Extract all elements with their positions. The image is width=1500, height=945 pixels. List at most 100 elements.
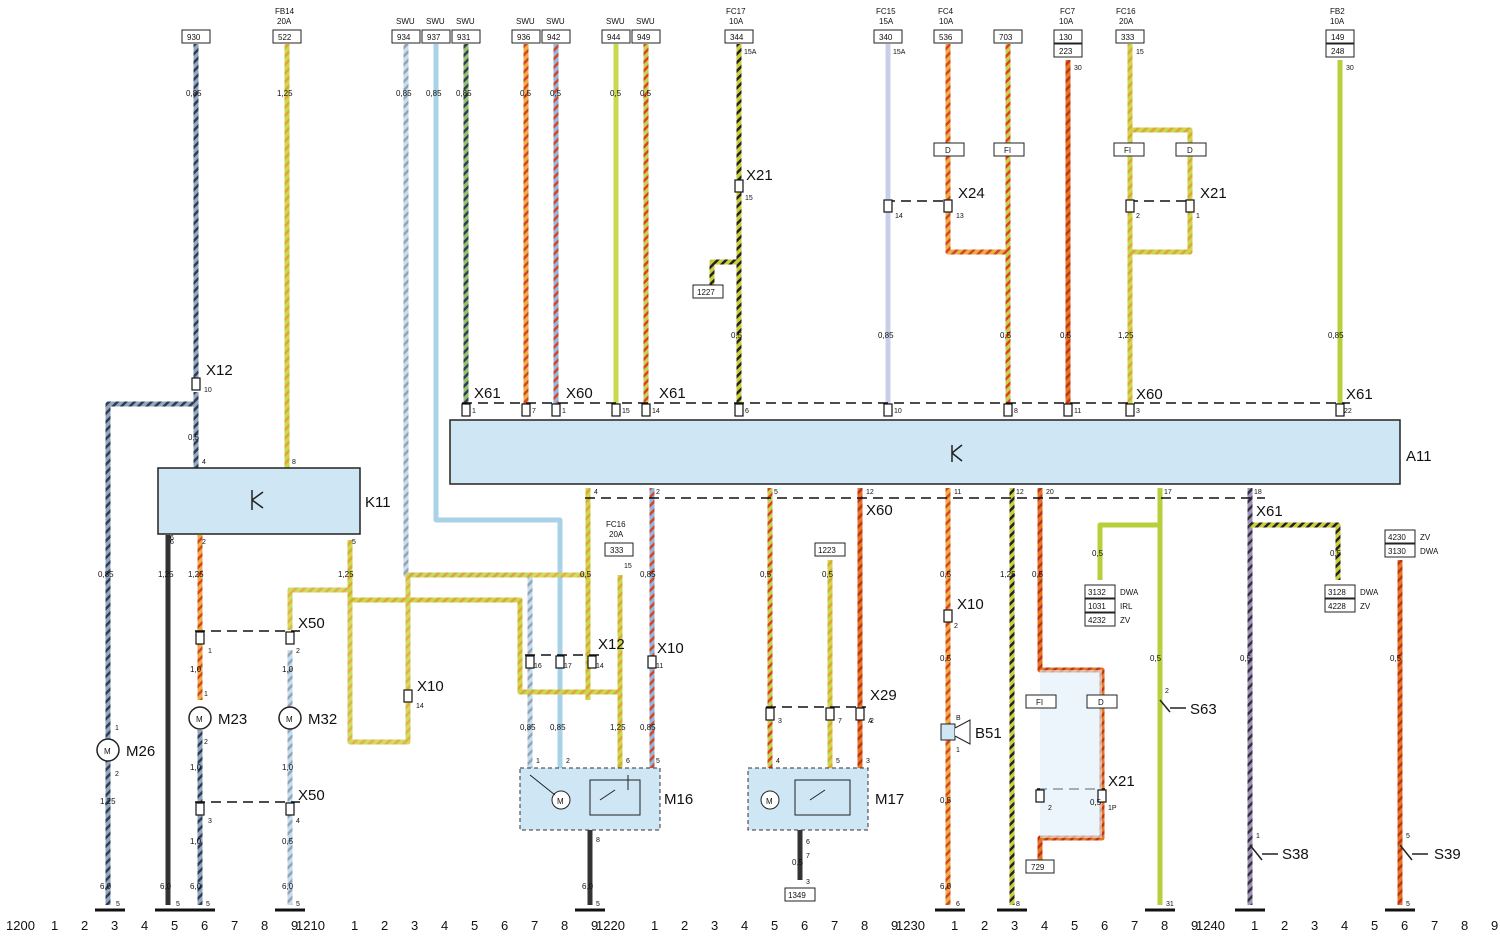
ruler-digit: 1 bbox=[1251, 918, 1258, 933]
pin: 7 bbox=[532, 408, 536, 415]
pin: 2 bbox=[1165, 688, 1169, 695]
ruler-section-label: 1200 bbox=[6, 918, 35, 933]
swu-6: SWU bbox=[606, 17, 625, 26]
size: 0,85 bbox=[550, 723, 566, 732]
marker-fi-1: FI bbox=[1004, 146, 1011, 155]
marker-d-2: D bbox=[1187, 146, 1193, 155]
pin: 8 bbox=[1014, 408, 1018, 415]
m32-motor-icon bbox=[278, 706, 302, 730]
ruler-digit: 4 bbox=[1341, 918, 1348, 933]
swu-5: SWU bbox=[546, 17, 565, 26]
size: 0,5 bbox=[1390, 654, 1402, 663]
size: 0,5 bbox=[1032, 570, 1044, 579]
pin: 4 bbox=[202, 459, 206, 466]
ruler-digit: 4 bbox=[141, 918, 148, 933]
ruler-section-label: 1220 bbox=[596, 918, 625, 933]
fuse-fc4-amp: 10A bbox=[939, 17, 954, 26]
size: 0,5 bbox=[792, 858, 804, 867]
swu-4: SWU bbox=[516, 17, 535, 26]
pin: 5 bbox=[656, 758, 660, 765]
ruler-digit: 9 bbox=[291, 918, 298, 933]
m26-label: M26 bbox=[126, 743, 155, 760]
marker-d-3: D bbox=[1098, 698, 1104, 707]
size: 0,5 bbox=[1060, 331, 1072, 340]
m17-switch bbox=[794, 779, 851, 816]
ruler-section-label: 1210 bbox=[296, 918, 325, 933]
pin: B bbox=[956, 715, 961, 722]
pin: 6 bbox=[956, 901, 960, 908]
ruler-digit: 6 bbox=[1401, 918, 1408, 933]
ruler-digit: 5 bbox=[1071, 918, 1078, 933]
fuse-fc16: FC16 bbox=[1116, 7, 1136, 16]
ruler-digit: 8 bbox=[1161, 918, 1168, 933]
conn-x29: X29 bbox=[870, 687, 897, 704]
label-dwa-3: DWA bbox=[1420, 547, 1439, 556]
size: 0,5 bbox=[188, 433, 200, 442]
pin: 18 bbox=[1254, 489, 1262, 496]
pin: 5 bbox=[176, 901, 180, 908]
b51-label: B51 bbox=[975, 725, 1002, 742]
pin: 14 bbox=[416, 703, 424, 710]
size: 0,5 bbox=[1330, 549, 1342, 558]
pin: 5 bbox=[1406, 833, 1410, 840]
ruler-digit: 9 bbox=[891, 918, 898, 933]
label-dwa-2: DWA bbox=[1360, 588, 1379, 597]
fuse-fc7-amp: 10A bbox=[1059, 17, 1074, 26]
ruler-digit: 8 bbox=[561, 918, 568, 933]
ruler-digit: 3 bbox=[411, 918, 418, 933]
fuse-fc4: FC4 bbox=[938, 7, 954, 16]
wire-box-930: 930 bbox=[187, 33, 201, 42]
conn-x50-b: X50 bbox=[298, 787, 325, 804]
pin: 5 bbox=[296, 901, 300, 908]
pin: 14 bbox=[652, 408, 660, 415]
ruler-digit: 9 bbox=[1491, 918, 1498, 933]
ruler-digit: 7 bbox=[831, 918, 838, 933]
size: 0,5 bbox=[822, 570, 834, 579]
s38-label: S38 bbox=[1282, 846, 1309, 863]
pin: 8 bbox=[1016, 901, 1020, 908]
pin: 2 bbox=[202, 539, 206, 546]
b51-horn-icon bbox=[940, 723, 956, 741]
pin: 3 bbox=[806, 879, 810, 886]
pin: 1 bbox=[956, 747, 960, 754]
a11-transistor-icon bbox=[951, 444, 963, 462]
pin: 15 bbox=[745, 195, 753, 202]
size: 0,85 bbox=[98, 570, 114, 579]
size: 0,85 bbox=[640, 570, 656, 579]
module-a11 bbox=[449, 419, 1401, 485]
wire-box-223: 223 bbox=[1059, 47, 1073, 56]
pin: 11 bbox=[1074, 408, 1081, 415]
pin: 12 bbox=[866, 489, 874, 496]
pin: 14 bbox=[596, 663, 604, 670]
conn-x60-b: X60 bbox=[1136, 386, 1163, 403]
pin: 7 bbox=[838, 718, 842, 725]
size: 6,0 bbox=[940, 882, 952, 891]
label-zv-2: ZV bbox=[1360, 602, 1371, 611]
size: 0,5 bbox=[760, 570, 772, 579]
conn-x61-c: X61 bbox=[1346, 386, 1373, 403]
size: 0,85 bbox=[396, 89, 412, 98]
fuse-fc17-amp: 10A bbox=[729, 17, 744, 26]
label-zv-1: ZV bbox=[1120, 616, 1131, 625]
m26-m: M bbox=[104, 747, 111, 756]
fuse-fb14-amp: 20A bbox=[277, 17, 292, 26]
size: 1,25 bbox=[188, 570, 204, 579]
m16-m: M bbox=[557, 797, 564, 806]
ruler-digit: 3 bbox=[111, 918, 118, 933]
k11-transistor-icon bbox=[251, 490, 264, 510]
size: 0,5 bbox=[282, 837, 294, 846]
size: 1,0 bbox=[282, 665, 294, 674]
pin: 5 bbox=[116, 901, 120, 908]
pin: 2 bbox=[204, 739, 208, 746]
ruler-digit: 3 bbox=[711, 918, 718, 933]
ruler-digit: 5 bbox=[471, 918, 478, 933]
size: 1,25 bbox=[338, 570, 354, 579]
fuse-labels: FB14 20A SWU SWU SWU SWU SWU SWU SWU FC1… bbox=[275, 7, 1345, 539]
pin: 5 bbox=[774, 489, 778, 496]
pin: 17 bbox=[1164, 489, 1172, 496]
pin: 11 bbox=[954, 489, 961, 496]
conn-x61-b: X61 bbox=[659, 385, 686, 402]
conn-x60-c: X60 bbox=[866, 502, 893, 519]
size: 1,25 bbox=[610, 723, 626, 732]
fuse-fc7: FC7 bbox=[1060, 7, 1076, 16]
